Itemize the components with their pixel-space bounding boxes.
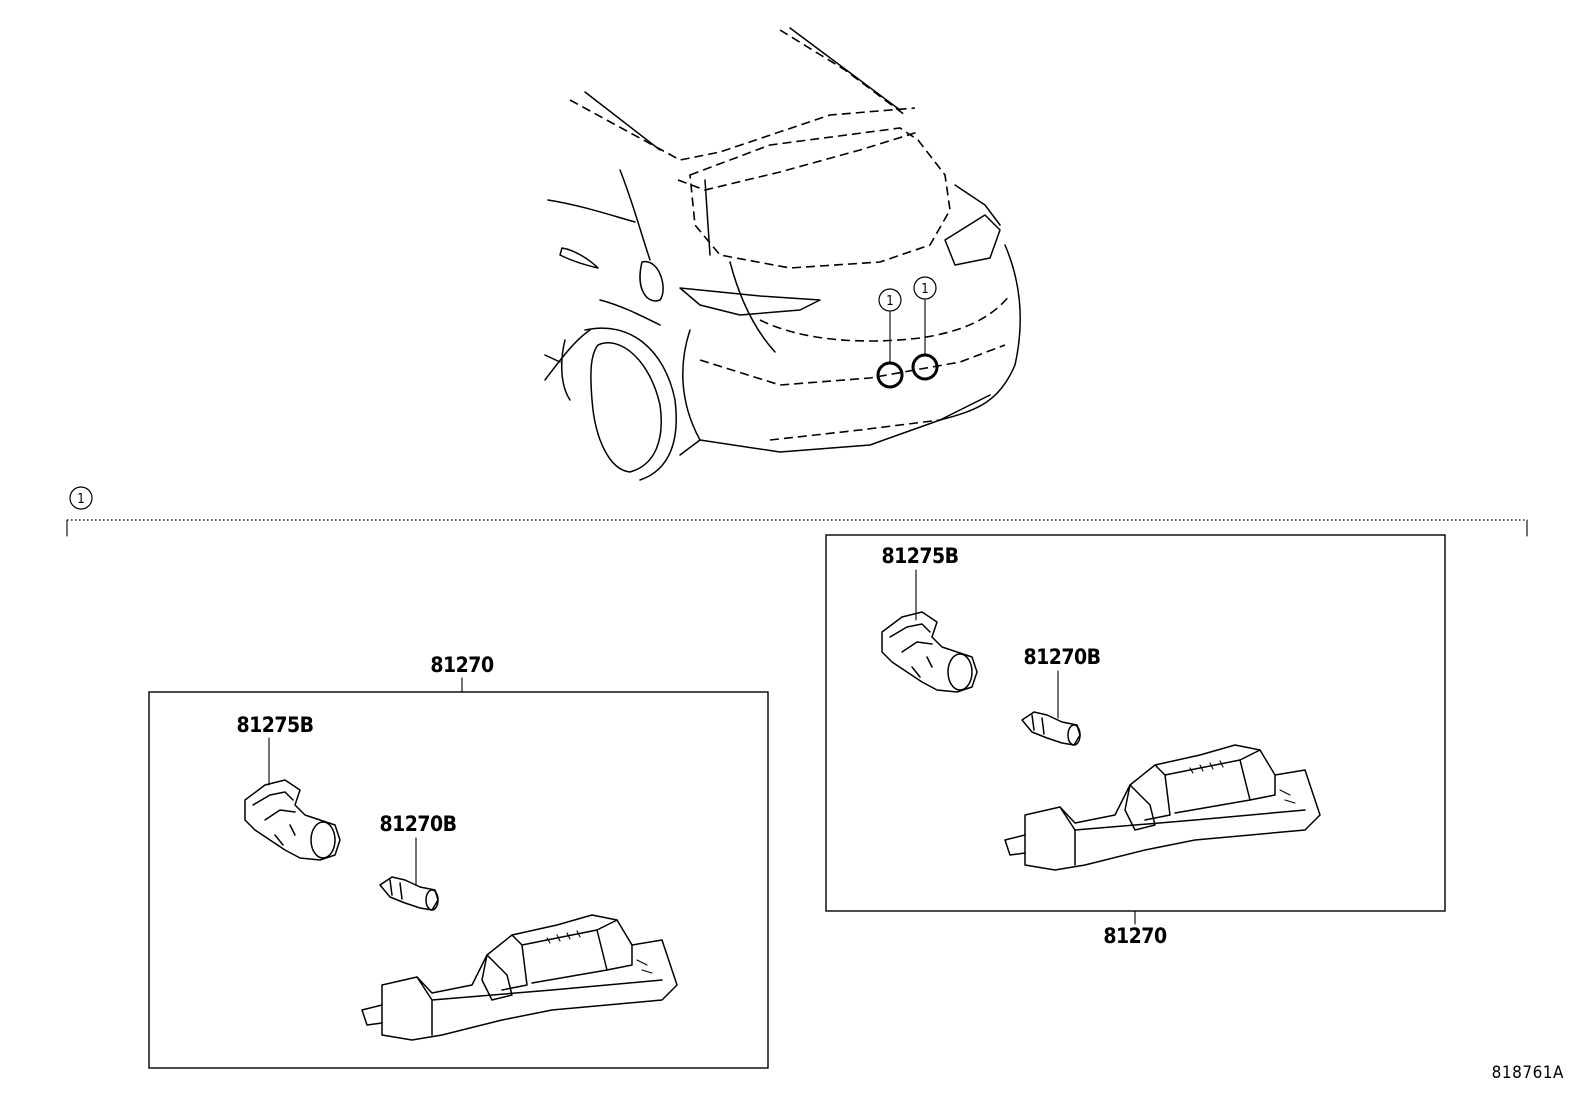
right-socket-label: 81275B (881, 544, 958, 568)
callout-bubble-2: 1 (913, 276, 937, 300)
left-socket-label: 81275B (236, 713, 313, 737)
left-bulb-part (379, 876, 439, 911)
group-marker-text: 1 (77, 492, 84, 507)
left-assembly-label: 81270 (430, 653, 494, 677)
callout-bubble-1: 1 (878, 288, 902, 312)
svg-text:1: 1 (886, 294, 893, 309)
right-panel: 81270 81275B 81270B (825, 534, 1446, 948)
group-marker (69, 486, 93, 510)
car-rear-illustration (544, 27, 1021, 481)
right-assembly-label: 81270 (1103, 924, 1167, 948)
left-socket-part (244, 779, 341, 861)
group-bracket: 1 (66, 486, 1528, 537)
left-bulb-label: 81270B (379, 812, 456, 836)
left-lamp-housing (361, 914, 678, 1041)
right-socket-part (881, 611, 978, 693)
right-bulb-part (1021, 711, 1081, 746)
svg-text:1: 1 (921, 282, 928, 297)
right-bulb-label: 81270B (1023, 645, 1100, 669)
left-panel: 81270 81275B 81270B (148, 653, 769, 1069)
diagram-ref-number: 818761A (1492, 1063, 1564, 1083)
right-lamp-housing (1004, 744, 1321, 871)
